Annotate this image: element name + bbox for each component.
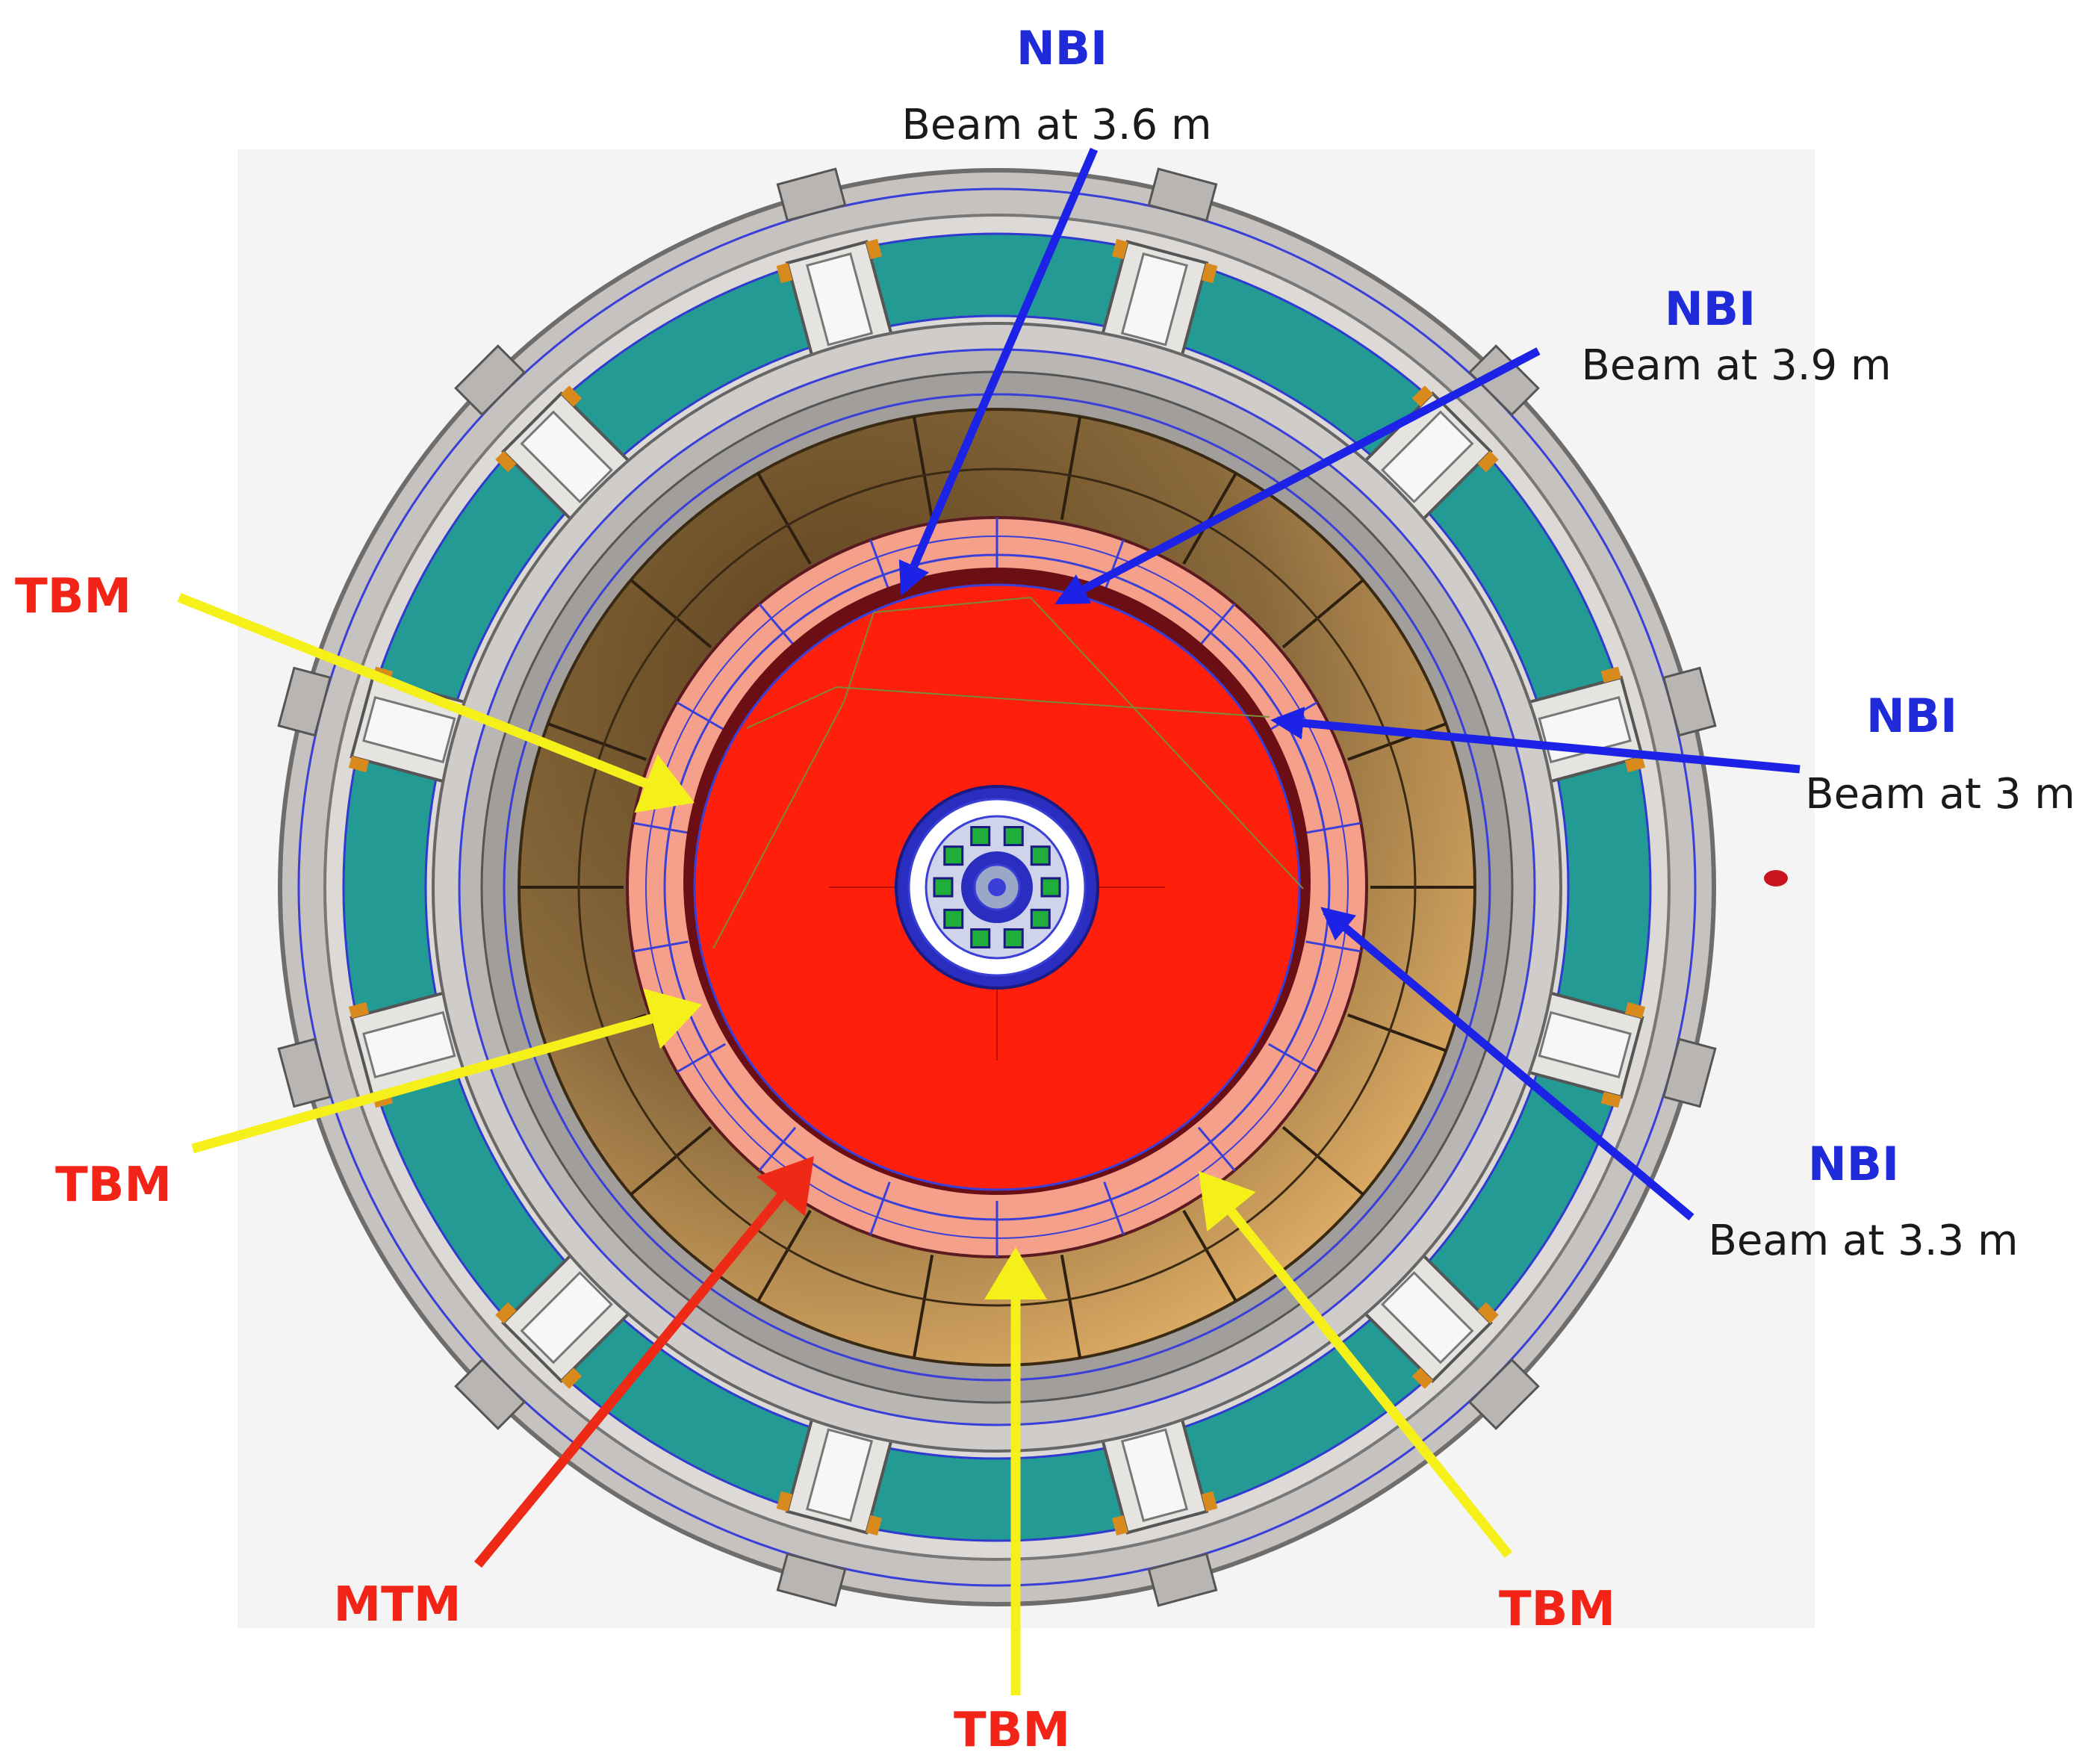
mtm-label: MTM bbox=[333, 1577, 461, 1633]
tbm-lower-right-label: TBM bbox=[1499, 1582, 1615, 1637]
tbm-arrows bbox=[177, 592, 1513, 1695]
nbi-right-beam: Beam at 3 m bbox=[1805, 770, 2075, 819]
nbi-lower-right-title: NBI bbox=[1808, 1137, 1899, 1191]
nbi-right-label: NBI Beam at 3 m bbox=[1805, 689, 2075, 819]
tbm-arrow-lower-right bbox=[1199, 1171, 1513, 1559]
tbm-arrow-upper-left bbox=[177, 592, 695, 813]
nbi-top-beam: Beam at 3.6 m bbox=[901, 101, 1211, 149]
central-solenoid bbox=[895, 785, 1099, 990]
support-block bbox=[1100, 167, 1218, 371]
nbi-top-title: NBI bbox=[1016, 21, 1107, 75]
nbi-arrow-upper-right bbox=[1054, 347, 1541, 605]
tbm-arrow-bottom bbox=[984, 1247, 1047, 1695]
tbm-lower-left-label: TBM bbox=[55, 1158, 172, 1213]
nbi-top-label: NBI Beam at 3.6 m bbox=[901, 21, 1211, 149]
support-block bbox=[1513, 990, 1717, 1108]
support-block bbox=[1100, 1403, 1218, 1607]
tbm-bottom-label: TBM bbox=[954, 1703, 1070, 1758]
nbi-upper-right-beam: Beam at 3.9 m bbox=[1581, 341, 1891, 390]
nbi-lower-right-label: NBI Beam at 3.3 m bbox=[1708, 1137, 2018, 1265]
tbm-upper-left-label: TBM bbox=[15, 569, 131, 624]
coil-ring bbox=[342, 232, 1652, 1542]
nbi-arrow-right bbox=[1270, 706, 1801, 774]
nbi-arrow-lower-right bbox=[1320, 907, 1694, 1221]
marker-dot bbox=[1764, 870, 1788, 886]
support-block bbox=[776, 167, 894, 371]
nbi-right-title: NBI bbox=[1866, 689, 1957, 743]
nbi-upper-right-label: NBI Beam at 3.9 m bbox=[1581, 282, 1891, 390]
mtm-arrow bbox=[473, 1156, 814, 1568]
nbi-lower-right-beam: Beam at 3.3 m bbox=[1708, 1217, 2018, 1265]
nbi-arrows bbox=[898, 147, 1801, 1221]
nbi-upper-right-title: NBI bbox=[1665, 282, 1756, 336]
support-block bbox=[776, 1403, 894, 1607]
tbm-arrow-lower-left bbox=[191, 988, 702, 1154]
nbi-arrow-top bbox=[898, 147, 1099, 597]
